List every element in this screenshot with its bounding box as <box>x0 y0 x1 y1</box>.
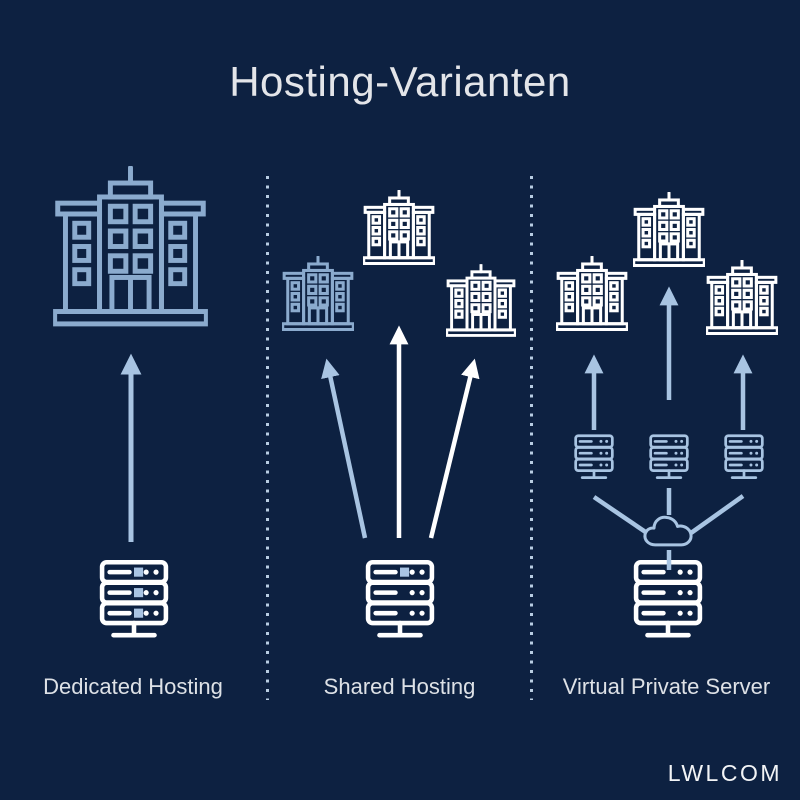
column-divider-right <box>530 176 533 700</box>
vps-mini-server-middle-icon <box>647 434 691 482</box>
shared-building-right-icon <box>446 264 516 336</box>
vps-connector-right <box>689 494 745 535</box>
shared-arrow-left-icon <box>321 358 368 539</box>
vps-mini-server-right-icon <box>722 434 766 482</box>
brand-logo: LWLCOM <box>667 760 782 786</box>
vps-building-right-icon <box>706 260 778 334</box>
page-title: Hosting-Varianten <box>229 58 571 105</box>
dedicated-building-icon <box>53 166 208 325</box>
vps-mini-server-left-icon <box>572 434 616 482</box>
vps-building-top-icon <box>633 192 705 266</box>
shared-server-icon <box>362 559 438 643</box>
shared-hosting-label: Shared Hosting <box>323 674 476 699</box>
shared-building-top-icon <box>363 190 435 264</box>
shared-building-left-icon <box>282 256 354 330</box>
column-divider-left <box>266 176 269 700</box>
shared-arrow-right-icon <box>428 358 480 539</box>
cloud-icon <box>644 517 692 546</box>
dedicated-hosting-label: Dedicated Hosting <box>43 674 223 699</box>
vps-building-left-icon <box>556 256 628 330</box>
vps-label: Virtual Private Server <box>562 674 771 699</box>
vps-server-icon <box>630 559 706 643</box>
dedicated-server-icon <box>96 559 172 643</box>
